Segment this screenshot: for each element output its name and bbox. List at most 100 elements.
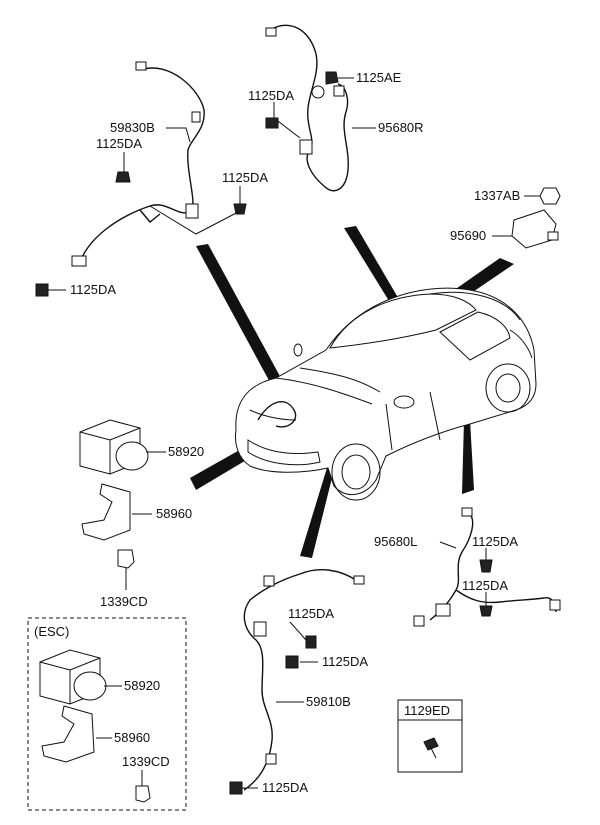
car-grille — [247, 439, 321, 466]
band-front-left-sensor — [300, 458, 336, 558]
rear-right-sensor-assembly — [265, 24, 376, 192]
connector-top — [461, 507, 473, 517]
label-1125DA: 1125DA — [96, 136, 142, 151]
screw-shank — [429, 745, 437, 759]
label-59810B: 59810B — [306, 694, 351, 709]
esc-mount-icon — [135, 785, 151, 803]
leader-1125DA-m1 — [289, 621, 307, 641]
box-1129ED-border — [397, 699, 463, 773]
yaw-rate-sensor-assembly — [492, 187, 561, 249]
rear-wheel-hub — [495, 373, 521, 403]
sensor-wire-59830B — [79, 67, 205, 263]
label-58960: 58960 — [156, 506, 192, 521]
label-58920: 58920 — [168, 444, 204, 459]
front-left-sensor-assembly — [229, 569, 365, 795]
car-front-wheel-arch — [293, 343, 303, 357]
label-95680L: 95680L — [374, 534, 417, 549]
vehicle-outline — [235, 287, 537, 501]
car-windshield — [329, 293, 477, 349]
abs-module-assembly — [79, 419, 166, 590]
car-hood-line — [275, 377, 373, 405]
band-rear-left-sensor — [462, 420, 474, 494]
connector-clip — [333, 85, 345, 97]
label-1125AE: 1125AE — [356, 70, 402, 85]
screw-icon — [423, 737, 439, 751]
car-hood-crease — [299, 367, 381, 393]
clip — [413, 615, 425, 627]
bracket-clip — [71, 255, 87, 267]
bolt-icon — [265, 117, 279, 129]
label-95680R: 95680R — [378, 120, 424, 135]
label-1125DA: 1125DA — [288, 606, 334, 621]
nut-1337AB-icon — [539, 187, 561, 205]
car-door-line — [385, 391, 441, 451]
bolt-icon — [35, 283, 49, 297]
clip-lower — [265, 753, 277, 765]
label-1129ED: 1129ED — [404, 703, 450, 718]
bolt-icon — [115, 171, 131, 183]
yaw-sensor-body — [511, 209, 557, 249]
bolt-icon — [479, 605, 493, 617]
label-1337AB: 1337AB — [474, 188, 520, 203]
car-headlight — [249, 409, 297, 421]
esc-title: (ESC) — [34, 624, 69, 639]
abs-bracket — [81, 483, 131, 541]
label-58960: 58960 — [114, 730, 150, 745]
bolt-icon — [229, 781, 243, 795]
car-mirror — [393, 395, 415, 409]
esc-box-border — [27, 617, 187, 811]
esc-variant-box — [27, 617, 187, 811]
abs-motor — [115, 441, 149, 471]
esc-bracket — [41, 705, 95, 763]
connector-end — [549, 599, 561, 611]
car-internal-harness — [257, 401, 297, 428]
label-1125DA: 1125DA — [472, 534, 518, 549]
front-wheel — [331, 443, 381, 501]
label-1125DA: 1125DA — [322, 654, 368, 669]
label-58920: 58920 — [124, 678, 160, 693]
label-1339CD: 1339CD — [122, 754, 170, 769]
bolt-icon — [233, 203, 247, 215]
esc-motor — [73, 671, 107, 701]
grommet — [311, 85, 325, 99]
band-front-right-sensor — [196, 244, 282, 386]
front-right-sensor-assembly — [35, 61, 247, 297]
clip — [263, 575, 275, 587]
label-1125DA: 1125DA — [262, 780, 308, 795]
nut-icon — [325, 71, 339, 85]
car-roof-line — [429, 291, 521, 321]
rear-wheel — [485, 363, 531, 413]
car-side-window — [439, 311, 511, 361]
label-59830B: 59830B — [110, 120, 155, 135]
bolt-icon — [285, 655, 299, 669]
part-1129ED-box — [397, 699, 463, 773]
label-1125DA: 1125DA — [462, 578, 508, 593]
front-wheel-hub — [341, 454, 371, 490]
mount-1339CD-icon — [117, 549, 135, 569]
sensor-head — [253, 621, 267, 637]
sensor-wire-59810B — [243, 569, 357, 791]
bolt-icon — [305, 635, 317, 649]
connector-top — [353, 575, 365, 585]
connector-top — [135, 61, 147, 71]
hydraulic-unit-edge — [79, 427, 141, 474]
label-1125DA: 1125DA — [222, 170, 268, 185]
leader-59830B — [166, 127, 191, 143]
yaw-sensor-connector — [547, 231, 559, 241]
rear-left-sensor-assembly — [413, 507, 561, 627]
leader-95680L — [439, 541, 457, 549]
bolt-icon — [479, 559, 493, 573]
connector-top — [265, 27, 277, 37]
leader-group-bracket — [149, 205, 243, 235]
car-rear-light — [509, 329, 533, 359]
sensor-head — [299, 139, 313, 155]
label-1125DA: 1125DA — [248, 88, 294, 103]
label-1125DA: 1125DA — [70, 282, 116, 297]
esc-hydraulic-unit-edge — [39, 657, 101, 704]
label-95690: 95690 — [450, 228, 486, 243]
sensor-clip — [191, 111, 201, 123]
bracket-wire — [139, 209, 161, 223]
sensor-wire-95680R — [269, 24, 349, 192]
